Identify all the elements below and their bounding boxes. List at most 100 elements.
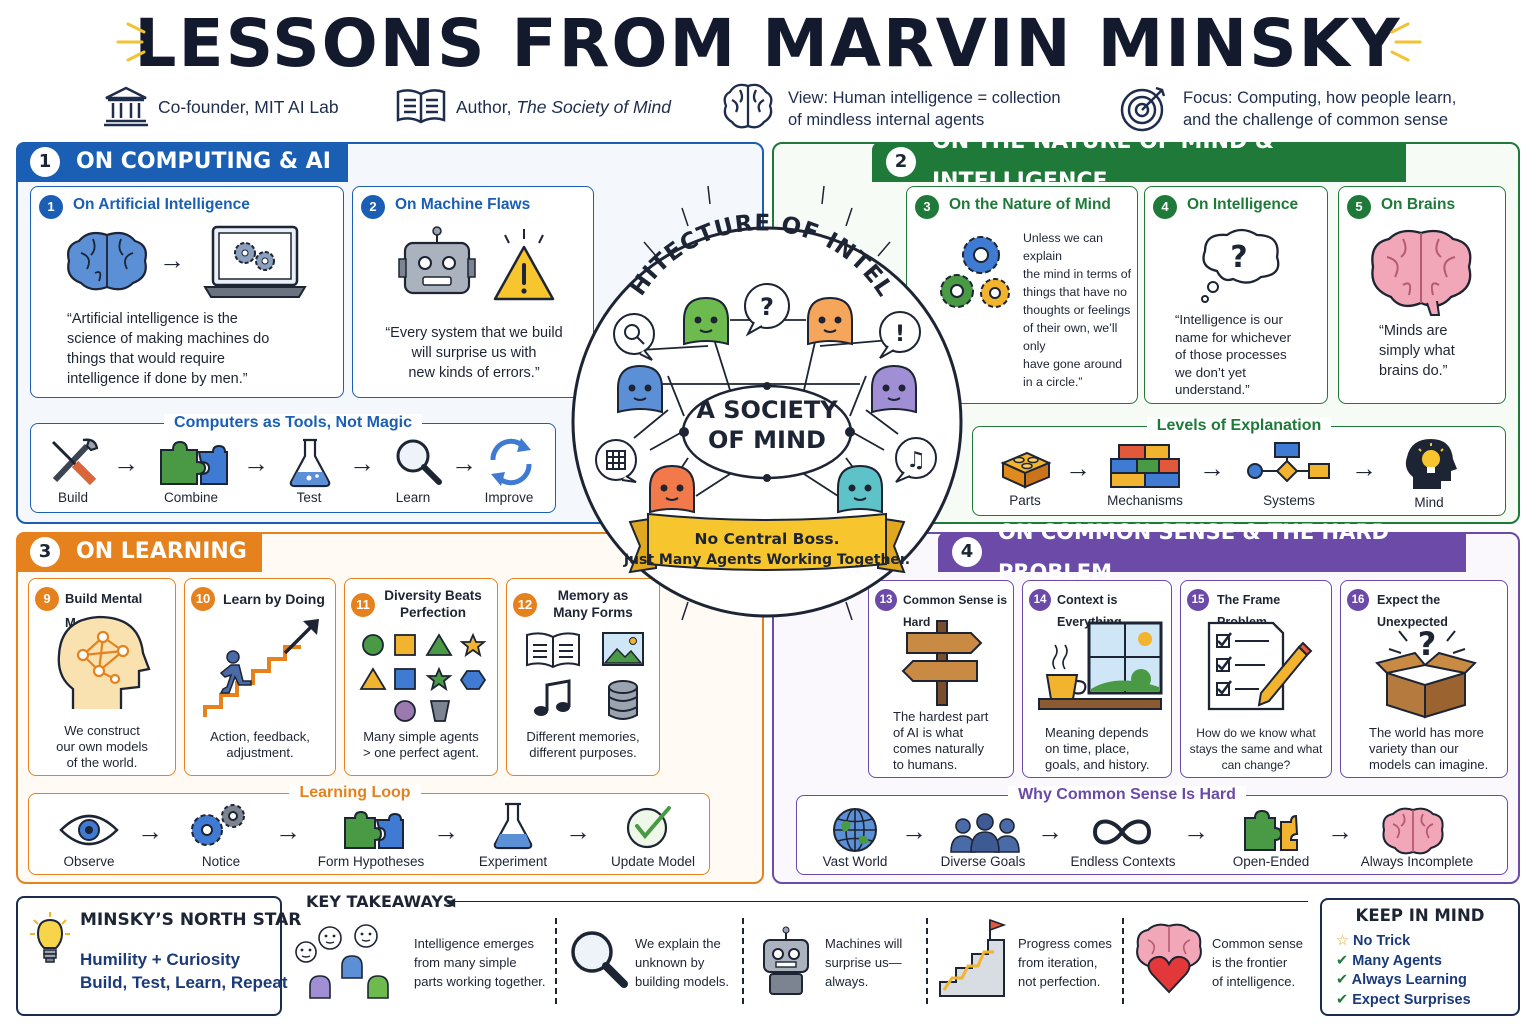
bubble-music-icon: ♫ [895, 437, 937, 483]
magnifier-icon [396, 439, 442, 485]
row-tools: Computers as Tools, Not Magic → → → → Bu… [30, 414, 556, 513]
agent-orange-top [807, 296, 853, 346]
tools-icon [51, 438, 99, 486]
header-focus: Focus: Computing, how people learn,and t… [1183, 89, 1457, 129]
target-icon [1120, 86, 1166, 132]
svg-text:?: ? [1418, 625, 1437, 663]
row-learning-loop: Learning Loop → → → → Observe Notice For… [28, 784, 710, 875]
brain-outline-icon [723, 83, 773, 129]
infinity-icon [1092, 819, 1152, 845]
banner-line-2: Just Many Agents Working Together. [623, 552, 910, 568]
flowchart-icon [1247, 442, 1330, 483]
gears-small-icon [191, 804, 245, 846]
keep-in-mind-list: ☆ No Trick ✔ Many Agents ✔ Always Learni… [1336, 933, 1471, 1008]
check-icon: ✔ [1336, 952, 1349, 969]
north-star-box [16, 896, 282, 1016]
center-banner [628, 512, 906, 574]
svg-text:♫: ♫ [906, 448, 926, 473]
title-text: LESSONS FROM MARVIN MINSKY [134, 5, 1402, 82]
bubble-grid-icon [595, 439, 637, 483]
laptop-gears-icon [203, 225, 307, 298]
agent-orange-bottom [649, 464, 695, 514]
text-diversity: Many simple agents> one perfect agent. [362, 729, 479, 760]
head-network-icon [57, 615, 151, 709]
brain-heart-icon [1136, 923, 1202, 994]
row-levels: Levels of Explanation → → → Parts Mechan… [972, 417, 1506, 516]
open-box-icon: ? [1375, 625, 1477, 719]
brain-small-icon [1382, 807, 1444, 855]
keep-in-mind-box [1320, 898, 1520, 1016]
shapes-icon [359, 632, 487, 722]
title-sparks [116, 22, 1422, 62]
agent-green [683, 296, 729, 346]
refresh-icon [490, 438, 532, 486]
check-circle-icon [626, 806, 671, 849]
bricks-stack-icon [1110, 444, 1180, 488]
museum-icon [104, 86, 148, 127]
agent-teal [837, 464, 883, 514]
eye-icon [59, 814, 119, 846]
lego-brick-icon [1000, 451, 1052, 489]
flask-small-icon [493, 802, 533, 850]
bubble-search-icon [613, 313, 655, 361]
center-society-of-mind: THE ARCHITECTURE OF INTELLIGENCE A SOCIE… [550, 150, 963, 621]
header-cofounder: Co-founder, MIT AI Lab [158, 97, 339, 117]
window-coffee-icon [1038, 621, 1163, 710]
svg-text:!: ! [895, 322, 905, 347]
puzzle-open-icon [1244, 809, 1299, 851]
text-memory: Different memories,different purposes. [526, 729, 640, 760]
lightbulb-icon [30, 912, 70, 963]
book-title: The Society of Mind [516, 97, 671, 117]
row-why-hard: Why Common Sense Is Hard → → → → Vast Wo… [796, 786, 1508, 875]
star-icon: ☆ [1336, 933, 1349, 949]
text-learn-by-doing: Action, feedback,adjustment. [210, 729, 310, 760]
header-author: Author, The Society of Mind [456, 97, 671, 117]
brain-icon [67, 231, 147, 291]
thought-bubble-question-icon: ? [1201, 228, 1280, 303]
keep-in-mind-title: KEEP IN MIND [1355, 906, 1485, 925]
book-icon [396, 89, 446, 124]
hub-line-1: A SOCIETY [696, 396, 838, 424]
robot-small-icon [763, 926, 809, 995]
flask-icon [289, 438, 331, 488]
north-star-title: MINSKY’S NORTH STAR [80, 910, 302, 930]
memory-forms-icon [526, 632, 644, 720]
hub-line-2: OF MIND [708, 426, 826, 454]
robot-icon [398, 226, 476, 295]
agent-blue [617, 364, 663, 414]
checklist-pencil-icon [1207, 621, 1313, 711]
brain-pink-icon [1371, 229, 1472, 316]
page-title: LESSONS FROM MARVIN MINSKY [0, 4, 1536, 84]
puzzle-small-icon [344, 810, 404, 849]
svg-text:?: ? [760, 293, 774, 321]
